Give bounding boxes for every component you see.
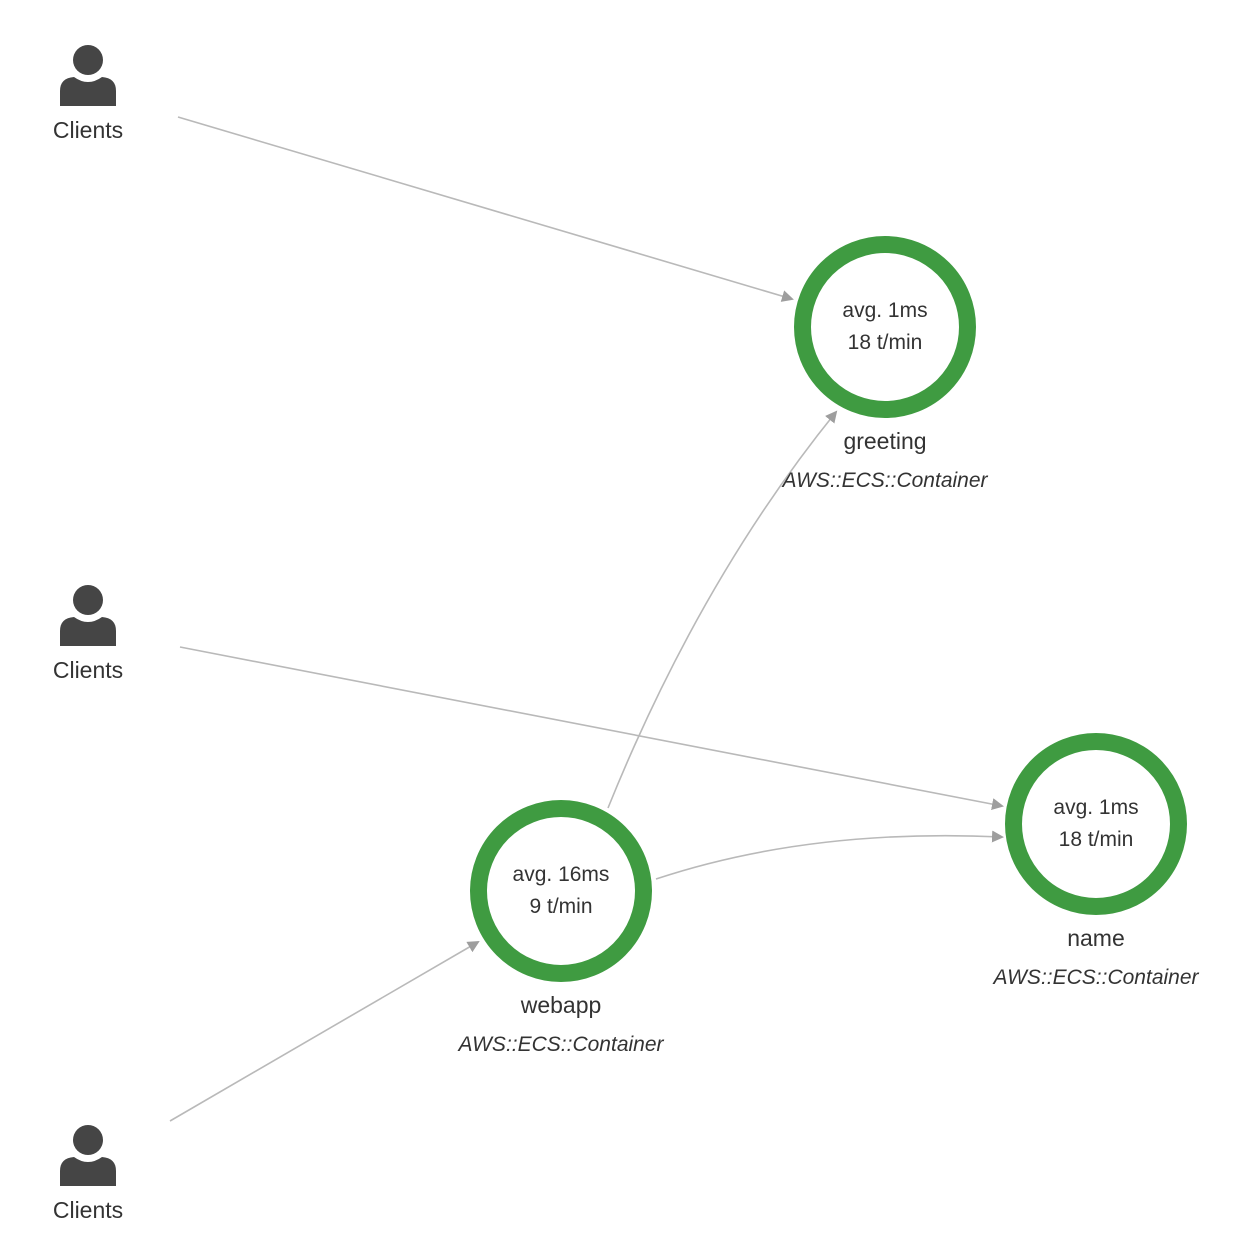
service-node-webapp[interactable]: avg. 16ms 9 t/min webapp AWS::ECS::Conta… bbox=[411, 800, 711, 1057]
edge-clients-to-greeting[interactable] bbox=[177, 116, 794, 302]
edge-webapp-to-name[interactable] bbox=[655, 830, 1004, 880]
health-ring[interactable]: avg. 16ms 9 t/min bbox=[470, 800, 652, 982]
edge-clients-to-name[interactable] bbox=[179, 646, 1004, 810]
request-rate: 9 t/min bbox=[529, 895, 593, 918]
service-name: name bbox=[1067, 925, 1125, 951]
avg-latency: avg. 1ms bbox=[1053, 796, 1139, 819]
client-node-3[interactable]: Clients bbox=[18, 1124, 158, 1224]
health-ring[interactable]: avg. 1ms 18 t/min bbox=[1005, 733, 1187, 915]
client-node-2[interactable]: Clients bbox=[18, 584, 158, 684]
edge-webapp-to-greeting[interactable] bbox=[607, 410, 838, 809]
request-rate: 18 t/min bbox=[847, 331, 923, 354]
client-label: Clients bbox=[52, 1197, 124, 1223]
request-rate: 18 t/min bbox=[1058, 828, 1134, 851]
service-node-greeting[interactable]: avg. 1ms 18 t/min greeting AWS::ECS::Con… bbox=[735, 236, 1035, 493]
client-label: Clients bbox=[52, 657, 124, 683]
client-node-1[interactable]: Clients bbox=[18, 44, 158, 144]
edge-clients-to-webapp[interactable] bbox=[169, 940, 480, 1122]
user-icon bbox=[60, 1125, 116, 1186]
service-type: AWS::ECS::Container bbox=[782, 469, 988, 492]
service-name: webapp bbox=[520, 992, 602, 1018]
service-type: AWS::ECS::Container bbox=[993, 966, 1199, 989]
service-name: greeting bbox=[843, 428, 927, 454]
avg-latency: avg. 1ms bbox=[842, 299, 928, 322]
client-label: Clients bbox=[52, 117, 124, 143]
edges bbox=[169, 116, 1004, 1122]
user-icon bbox=[60, 585, 116, 646]
service-type: AWS::ECS::Container bbox=[458, 1033, 664, 1056]
user-icon bbox=[60, 45, 116, 106]
avg-latency: avg. 16ms bbox=[512, 863, 610, 886]
health-ring[interactable]: avg. 1ms 18 t/min bbox=[794, 236, 976, 418]
service-node-name[interactable]: avg. 1ms 18 t/min name AWS::ECS::Contain… bbox=[946, 733, 1246, 990]
